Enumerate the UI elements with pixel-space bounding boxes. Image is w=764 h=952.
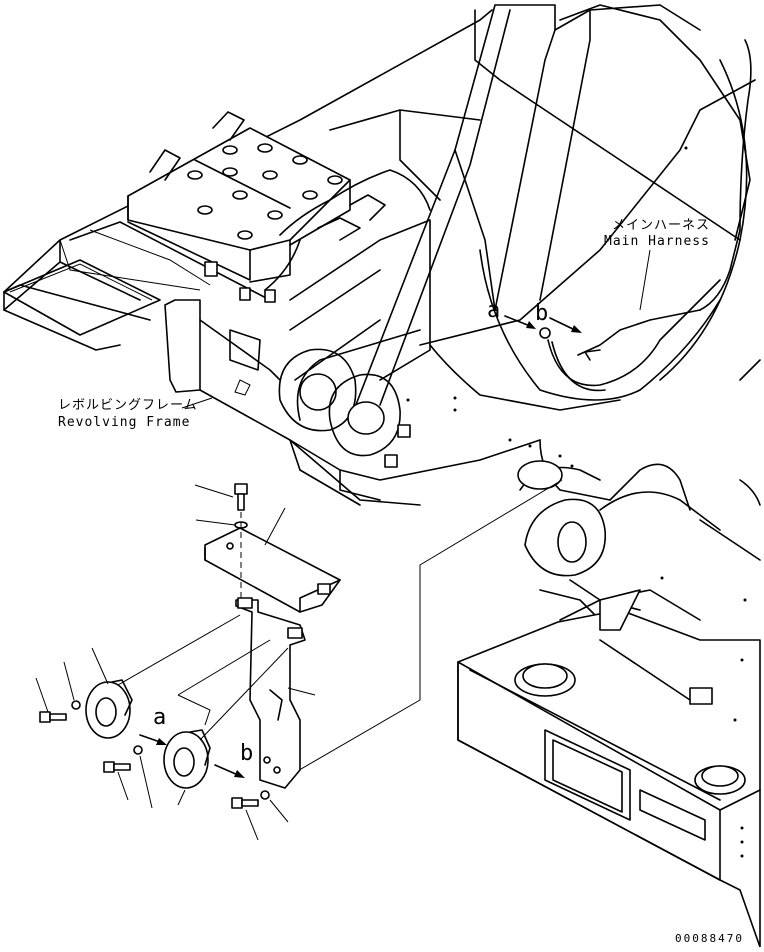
callout-a-top: a [487, 298, 500, 323]
leader-line-revolving-frame [181, 397, 213, 409]
counterweight-frame [457, 576, 761, 948]
callout-arrows [139, 315, 582, 778]
main-harness-label-jp: メインハーネス [612, 218, 710, 233]
frame-lower-block [289, 109, 481, 381]
horn-high [39, 679, 133, 739]
horn-bracket [235, 597, 306, 789]
horn-low [103, 729, 211, 789]
callout-b-top: b [535, 301, 548, 326]
boom-structure [278, 4, 761, 621]
leader-line-harness [639, 249, 651, 311]
revolving-frame-label-jp: レボルビングフレーム [58, 398, 198, 413]
assembly-leaders [117, 614, 289, 741]
revolving-frame [3, 9, 493, 506]
bolt-bracket [231, 790, 270, 809]
leader-line-boom [281, 479, 563, 781]
callout-a-bottom: a [153, 705, 166, 730]
main-harness [539, 39, 752, 392]
drawing-number: 00088470 [675, 932, 744, 945]
battery-terminals [187, 143, 343, 240]
main-harness-label-en: Main Harness [604, 234, 710, 249]
revolving-frame-label-en: Revolving Frame [58, 415, 190, 430]
part-callout-leaders [35, 484, 316, 841]
battery-box [127, 111, 431, 303]
bolt-top [234, 483, 248, 600]
horn-cover [204, 527, 341, 613]
callout-b-bottom: b [240, 741, 253, 766]
